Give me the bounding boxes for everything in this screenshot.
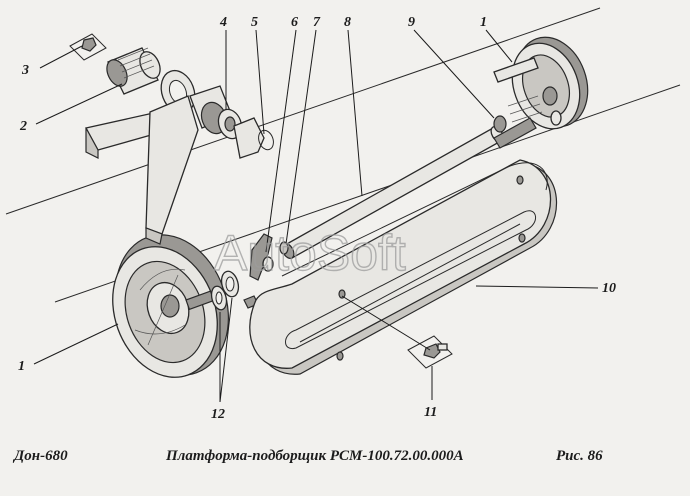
guard-cover-part-10 xyxy=(249,159,558,375)
watermark-logo: AutoSoft xyxy=(214,225,406,281)
footer-title: Платформа-подборщик РСМ-100.72.00.000А xyxy=(166,448,464,464)
callout-8: 8 xyxy=(344,15,351,30)
callout-5: 5 xyxy=(251,15,258,30)
right-roller xyxy=(493,36,589,149)
bolt-nut-part-11 xyxy=(407,335,453,369)
washers-part-12 xyxy=(210,270,240,311)
callout-11: 11 xyxy=(424,405,437,420)
callout-6: 6 xyxy=(291,15,298,30)
left-roller xyxy=(112,234,230,378)
callout-3: 3 xyxy=(21,63,29,78)
footer-figure-number: Рис. 86 xyxy=(556,448,603,464)
callout-1-bottom: 1 xyxy=(18,359,25,374)
callout-9: 9 xyxy=(408,15,415,30)
callout-2: 2 xyxy=(19,119,27,134)
axis-line-upper xyxy=(5,7,601,215)
leader-lines xyxy=(33,29,599,403)
nut-part-3 xyxy=(69,33,107,61)
drive-bracket-group xyxy=(85,47,274,245)
callout-1-top: 1 xyxy=(480,15,487,30)
callout-4: 4 xyxy=(219,15,227,30)
callout-7: 7 xyxy=(313,15,321,30)
footer-model: Дон-680 xyxy=(14,448,68,464)
callout-10: 10 xyxy=(602,281,616,296)
callout-12: 12 xyxy=(211,407,225,422)
